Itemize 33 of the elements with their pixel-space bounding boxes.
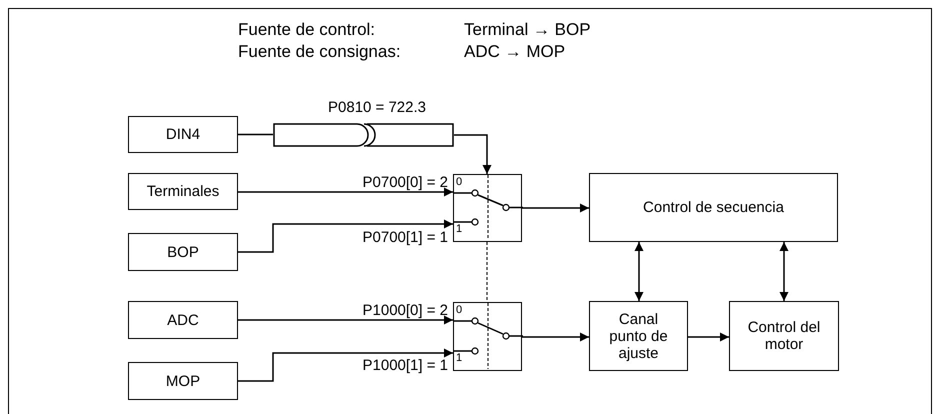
process-box: Control de secuencia [589, 173, 838, 242]
edge-label: P0700[1] = 1 [362, 229, 448, 247]
arrow [522, 332, 589, 342]
arrow [634, 242, 644, 301]
heading-text: ADC → MOP [464, 42, 566, 62]
arrow [238, 188, 453, 196]
process-box: MOP [128, 362, 238, 400]
dashed-linkage-line [486, 242, 488, 302]
arrow [238, 348, 453, 382]
arrow [780, 242, 788, 301]
contact-number: 0 [456, 176, 462, 188]
heading-text: Terminal → BOP [464, 20, 592, 40]
arrow [238, 316, 453, 324]
process-box: Control del motor [729, 301, 839, 371]
process-box: Terminales [128, 173, 238, 210]
heading-text: Fuente de consignas: [238, 42, 402, 62]
contact-number: 0 [456, 304, 462, 316]
process-box: ADC [128, 301, 238, 339]
heading-text: Fuente de control: [238, 20, 376, 40]
arrow [522, 204, 589, 212]
parameter-label: P0810 = 722.3 [328, 99, 426, 117]
edge-label: P0700[0] = 2 [362, 174, 448, 192]
arrow [688, 332, 729, 342]
process-box: BOP [128, 233, 238, 271]
connector-line [238, 134, 273, 136]
edge-label: P1000[1] = 1 [362, 357, 448, 375]
process-box: DIN4 [128, 116, 238, 153]
process-box: Canal punto de ajuste [589, 301, 688, 371]
contact-number: 1 [456, 352, 462, 364]
contact-number: 1 [456, 223, 462, 235]
arrow [238, 220, 453, 253]
arrow [454, 134, 492, 174]
edge-label: P1000[0] = 2 [362, 302, 448, 320]
